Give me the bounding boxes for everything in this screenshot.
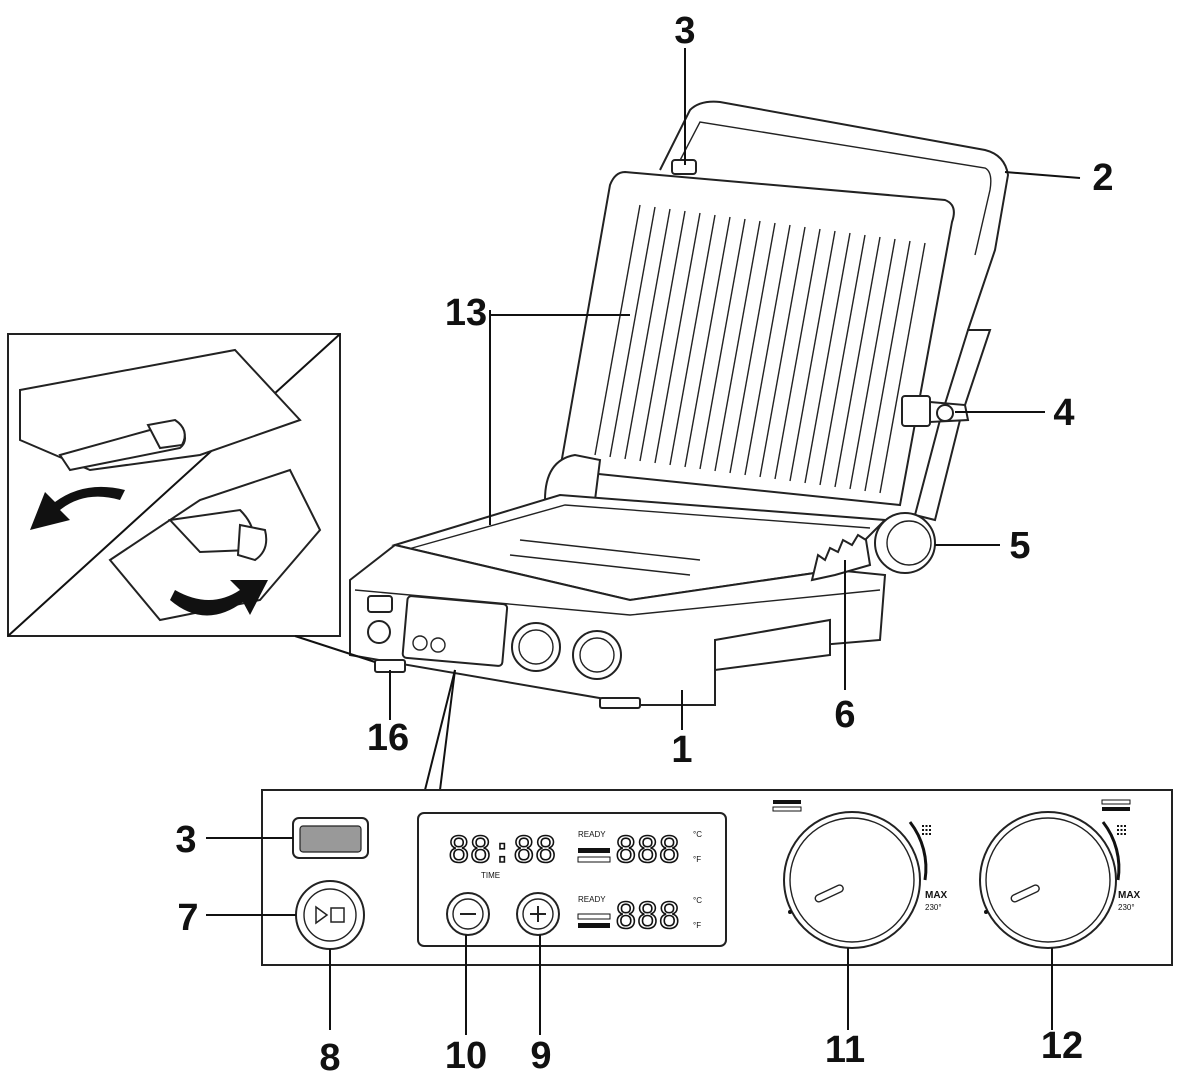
callout-12: 12: [1041, 1025, 1083, 1067]
time-display: 88:88: [448, 830, 556, 871]
callout-10: 10: [445, 1035, 487, 1077]
callout-9: 9: [530, 1035, 551, 1077]
unit-c-top: °C: [693, 830, 702, 839]
callout-numbers: 3 2 13 4 5 6 1 16 3 7 8 10 9 11 12: [175, 10, 1113, 1079]
upper-plate-ribs: [594, 204, 926, 494]
max-label-right: MAX: [1118, 890, 1141, 901]
unit-c-bottom: °C: [693, 896, 702, 905]
callout-6: 6: [834, 694, 855, 736]
unit-f-bottom: °F: [693, 921, 701, 930]
base-plus: [430, 637, 446, 653]
callout-4: 4: [1053, 392, 1074, 434]
max-label-left: MAX: [925, 890, 948, 901]
unit-f-top: °F: [693, 855, 701, 864]
time-label: TIME: [481, 871, 500, 880]
callout-13: 13: [445, 292, 487, 334]
ready-bar-bottom-1: [577, 913, 611, 920]
callout-16: 16: [367, 717, 409, 759]
hinge-clip: [901, 395, 931, 427]
max-temp-right: 230°: [1118, 903, 1135, 912]
grill-illustration: [349, 100, 1010, 709]
stop-icon: [330, 907, 345, 923]
callout-7: 7: [177, 897, 198, 939]
max-temp-left: 230°: [925, 903, 942, 912]
knob-upper-plate: MAX 230°: [772, 800, 948, 949]
ready-bar-top-1: [578, 848, 610, 853]
drip-tray: [714, 618, 831, 672]
knob-lower-plate: MAX 230°: [979, 799, 1141, 949]
callout-1: 1: [671, 729, 692, 771]
base-lock: [367, 595, 393, 613]
grid-icon-right: [1117, 825, 1127, 835]
leaders-top: [389, 48, 1081, 791]
display-panel: [417, 812, 727, 947]
base-minus: [412, 635, 428, 651]
callout-8: 8: [319, 1037, 340, 1079]
upper-plate-icon: [773, 800, 801, 804]
ready-label-top: READY: [578, 830, 606, 839]
temp-display-top: 888: [615, 830, 680, 871]
arrow-left-icon: [30, 486, 125, 530]
base-start: [367, 620, 391, 644]
callout-11: 11: [825, 1029, 865, 1071]
grid-icon-left: [922, 825, 932, 835]
plus-icon: [530, 906, 546, 922]
side-knob: [874, 512, 936, 574]
ready-bar-bottom-2: [578, 923, 610, 928]
hinge-left: [543, 453, 602, 501]
play-icon: [315, 905, 329, 925]
lower-plate-icon: [1101, 799, 1131, 805]
ready-label-bottom: READY: [578, 895, 606, 904]
height-ratchet: [810, 533, 872, 582]
callout-2: 2: [1092, 157, 1113, 199]
inset-detail: [7, 333, 376, 663]
arrow-right-icon: [170, 580, 268, 616]
callout-5: 5: [1009, 525, 1030, 567]
temp-display-bottom: 888: [615, 896, 680, 937]
callout-3-panel: 3: [175, 819, 196, 861]
control-panel: 88:88 TIME READY 888 °C °F READY 888 °C …: [206, 789, 1173, 1035]
callout-3-top: 3: [674, 10, 695, 52]
upper-plate: [558, 170, 955, 507]
base-display: [401, 595, 509, 667]
ready-bar-top-2: [577, 856, 611, 863]
